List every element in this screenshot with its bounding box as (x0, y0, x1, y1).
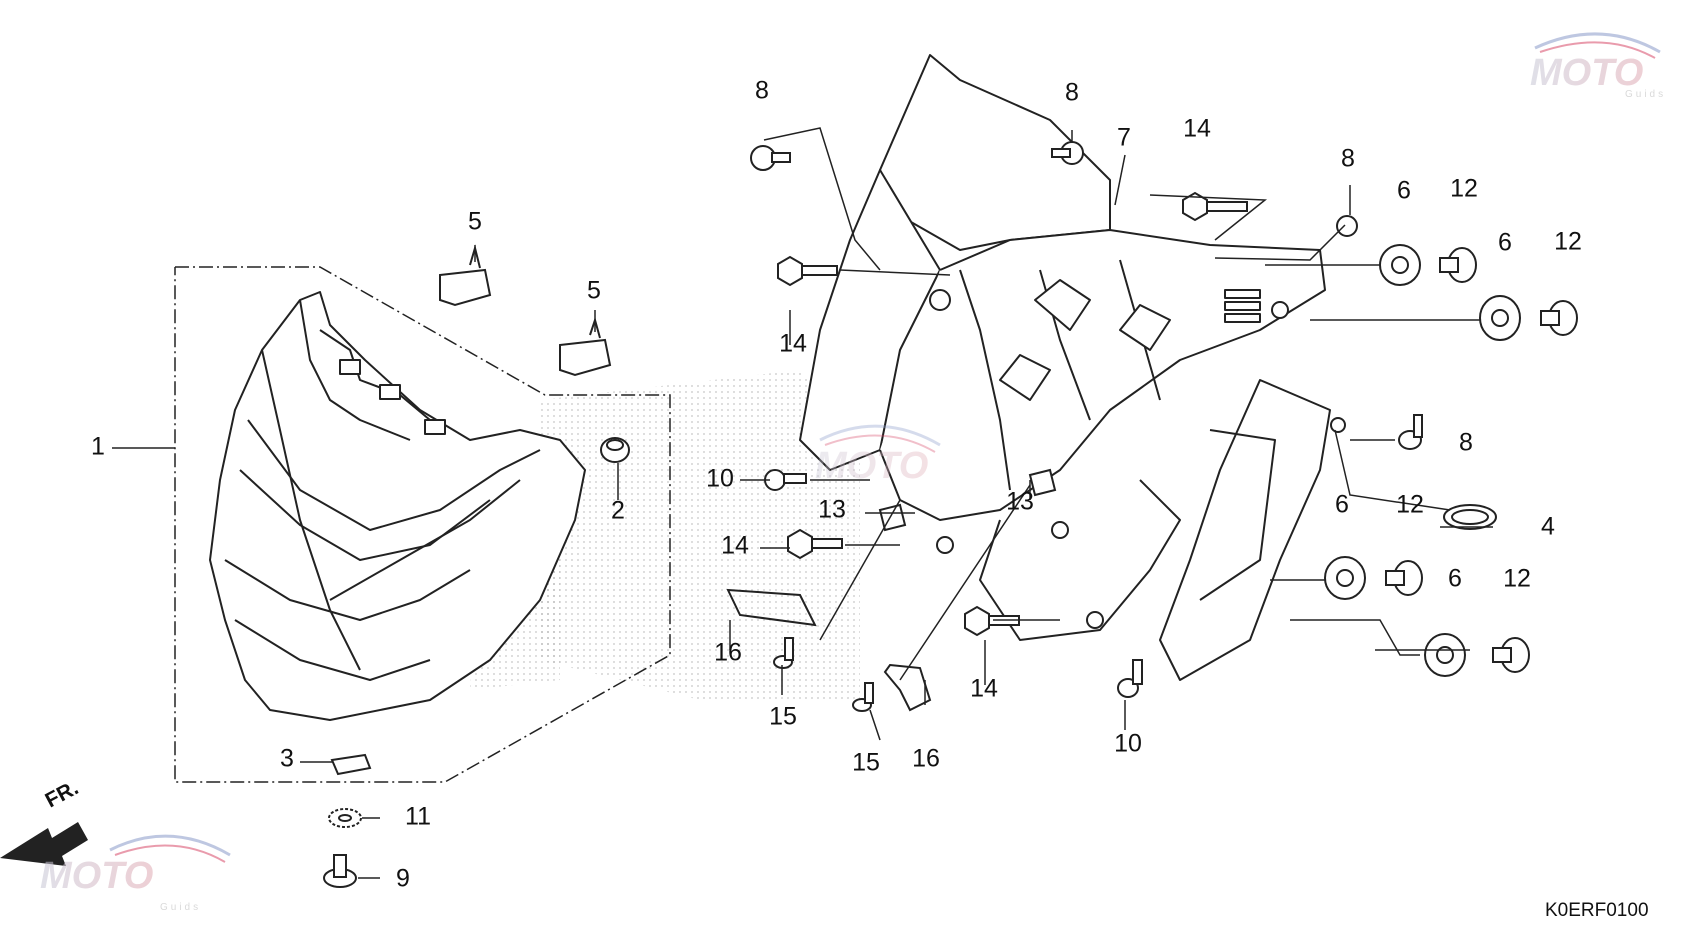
watermark-brand: MOTO (1530, 52, 1643, 94)
callout-labels: 1 2 3 4 5 5 6 6 6 6 7 8 8 8 8 9 10 10 11… (91, 77, 1582, 893)
callout-11: 11 (405, 803, 431, 831)
callout-8: 8 (1065, 79, 1079, 107)
callout-8: 8 (1459, 429, 1473, 457)
callout-16: 16 (912, 745, 940, 773)
callout-13: 13 (818, 496, 846, 524)
collar-part (600, 437, 630, 463)
callout-5: 5 (587, 277, 601, 305)
callout-6: 6 (1448, 565, 1462, 593)
collar-parts (1385, 247, 1578, 673)
front-direction-arrow: FR. (0, 776, 88, 866)
watermark-brand: MOTO (40, 855, 153, 897)
callout-14: 14 (721, 532, 749, 560)
setting-rubber-parts (439, 244, 612, 377)
watermark-brand: MOTO (815, 445, 928, 487)
watermark-logo-center: MOTO (815, 424, 941, 487)
callout-10: 10 (1114, 730, 1142, 758)
callout-8: 8 (1341, 145, 1355, 173)
callout-8: 8 (755, 77, 769, 105)
leader-lines (112, 127, 1493, 879)
callout-14: 14 (1183, 115, 1211, 143)
callout-12: 12 (1450, 175, 1478, 203)
callout-5: 5 (468, 208, 482, 236)
washer-part (328, 808, 362, 828)
callout-7: 7 (1117, 124, 1131, 152)
callout-2: 2 (611, 497, 625, 525)
callout-6: 6 (1397, 177, 1411, 205)
callout-16: 16 (714, 639, 742, 667)
headlight-stay-assembly (799, 54, 1346, 681)
callout-13: 13 (1006, 488, 1034, 516)
watermark-sub: Guids (1625, 89, 1666, 100)
callout-14: 14 (970, 675, 998, 703)
callout-3: 3 (280, 745, 294, 773)
watermark-logo-bottom: MOTO Guids (40, 834, 231, 913)
rubber-ring-part (1443, 504, 1497, 530)
watermark-logo-top: MOTO Guids (1530, 32, 1666, 100)
callout-12: 12 (1503, 565, 1531, 593)
callout-4: 4 (1541, 513, 1555, 541)
front-direction-label: FR. (42, 776, 83, 812)
screw-part (323, 854, 357, 888)
callout-14: 14 (779, 330, 807, 358)
headlight-assembly (209, 291, 586, 721)
callout-10: 10 (706, 465, 734, 493)
watermark-sub: Guids (160, 902, 201, 913)
headlight-group-frame (174, 266, 671, 783)
diagram-code: K0ERF0100 (1545, 900, 1649, 921)
callout-9: 9 (396, 865, 410, 893)
grommet-parts (1324, 244, 1521, 677)
callout-15: 15 (769, 703, 797, 731)
callout-12: 12 (1554, 228, 1582, 256)
clip-nut-part (330, 753, 372, 776)
callout-6: 6 (1335, 491, 1349, 519)
callout-12: 12 (1396, 491, 1424, 519)
callout-1: 1 (91, 433, 105, 461)
callout-6: 6 (1498, 229, 1512, 257)
bolt-parts (726, 141, 1423, 712)
callout-15: 15 (852, 749, 880, 777)
